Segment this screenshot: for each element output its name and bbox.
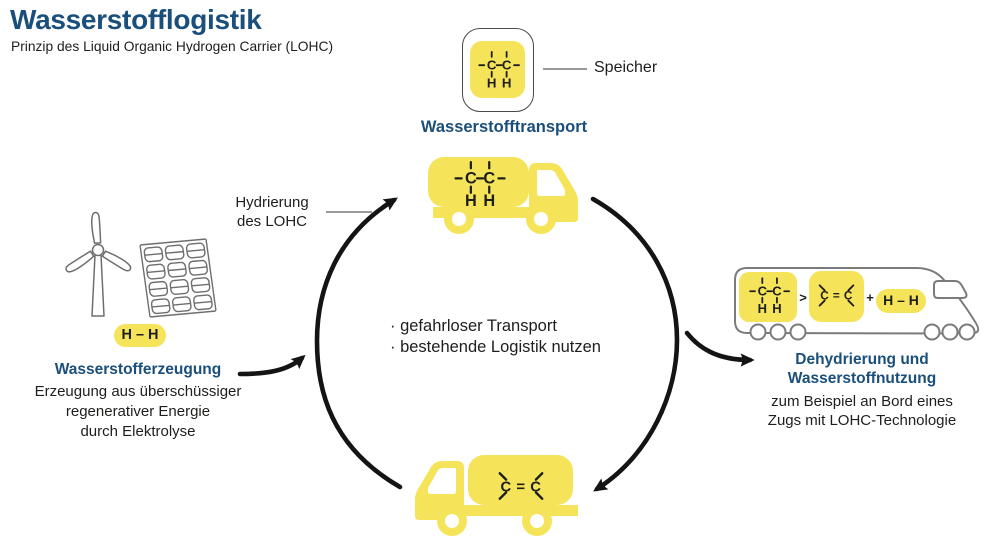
reaction-arrow: >	[799, 290, 807, 305]
carbon-atom: C	[483, 170, 495, 188]
hydrogen-atom: H	[758, 301, 767, 316]
usage-block: Dehydrierung und Wasserstoffnutzung zum …	[731, 350, 993, 430]
truck-tank	[468, 455, 573, 505]
lohc-molecule-chip	[739, 272, 797, 322]
cc-molecule-icon: C = C	[818, 284, 855, 307]
production-desc: durch Elektrolyse	[80, 423, 196, 440]
hydrogen-molecule-pill	[876, 289, 926, 313]
carbon-atom: C	[465, 170, 477, 188]
cc-molecule-icon: C = C	[498, 472, 544, 500]
usage-title: Dehydrierung und	[795, 351, 929, 368]
hydrogen-atom: H	[502, 76, 512, 89]
train-wheel	[789, 323, 807, 341]
lohc-molecule-icon: C C H H	[749, 277, 791, 316]
benefits-list: · gefahrloser Transport · bestehende Log…	[390, 316, 601, 357]
solar-panel-icon	[128, 230, 240, 326]
production-block: Wasserstofferzeugung Erzeugung aus übers…	[7, 360, 269, 442]
storage-label: Speicher	[594, 59, 658, 76]
page-title: Wasserstofflogistik	[10, 4, 262, 35]
tanker-truck-loaded-icon: C C H H	[428, 157, 578, 234]
cc-double-bond: C = C	[500, 479, 541, 495]
truck-window	[537, 170, 565, 196]
train-wheel	[941, 323, 959, 341]
dehydrogenated-molecule-chip	[809, 271, 864, 322]
truck-chassis	[433, 207, 578, 218]
turbine-hub	[91, 243, 105, 257]
lohc-molecule-icon: C C H H	[478, 51, 520, 89]
carbon-atom: C	[502, 57, 512, 72]
lohc-molecule-icon: C C H H	[454, 160, 506, 210]
carbon-atom: C	[487, 57, 497, 72]
train-window	[933, 280, 968, 299]
carbon-atom: C	[758, 283, 768, 298]
hydrogen-atom: H	[772, 301, 781, 316]
production-desc: Erzeugung aus überschüssiger	[34, 383, 242, 400]
cycle-arrow-left	[314, 197, 403, 490]
cycle-arrow-right	[590, 196, 680, 492]
production-title: Wasserstofferzeugung	[54, 361, 222, 378]
hydrogen-atom: H	[487, 76, 497, 89]
hydration-note: Hydrierung des LOHC	[222, 193, 322, 231]
carbon-atom: C	[772, 283, 782, 298]
hydrogen-atom: H	[465, 192, 477, 210]
usage-title: Wasserstoffnutzung	[787, 370, 937, 387]
tanker-truck-unloaded-icon: C = C	[415, 455, 578, 536]
hydrogen-molecule-pill: H – H	[114, 324, 166, 347]
train-wheel	[749, 323, 767, 341]
hydrogen-molecule-label: H – H	[883, 292, 919, 308]
cc-double-bond: C = C	[820, 289, 853, 303]
benefit-item: · bestehende Logistik nutzen	[390, 337, 601, 356]
train-wheel	[923, 323, 941, 341]
hydration-line: des LOHC	[236, 213, 308, 230]
production-desc: regenerativer Energie	[65, 403, 211, 420]
usage-desc: Zugs mit LOHC-Technologie	[767, 412, 957, 429]
train-icon: C C H H > C = C + H – H	[734, 267, 980, 341]
hydration-line: Hydrierung	[235, 194, 309, 211]
usage-desc: zum Beispiel an Bord eines	[771, 393, 953, 410]
turbine-blades	[65, 211, 132, 273]
turbine-tower	[91, 254, 105, 317]
truck-window	[428, 468, 456, 494]
benefit-item: · gefahrloser Transport	[390, 317, 557, 335]
truck-tank	[428, 157, 529, 207]
storage-container: C C H H	[462, 28, 534, 112]
hydrogen-atom: H	[483, 192, 495, 210]
wind-turbine-icon	[65, 211, 132, 317]
solar-cells	[144, 243, 213, 314]
truck-chassis	[452, 505, 578, 516]
transport-title: Wasserstofftransport	[420, 118, 588, 136]
lohc-molecule-chip: C C H H	[470, 41, 525, 98]
page-subtitle: Prinzip des Liquid Organic Hydrogen Carr…	[11, 39, 334, 54]
train-wheel	[958, 323, 976, 341]
train-wheel	[769, 323, 787, 341]
plus-sign: +	[866, 290, 874, 305]
